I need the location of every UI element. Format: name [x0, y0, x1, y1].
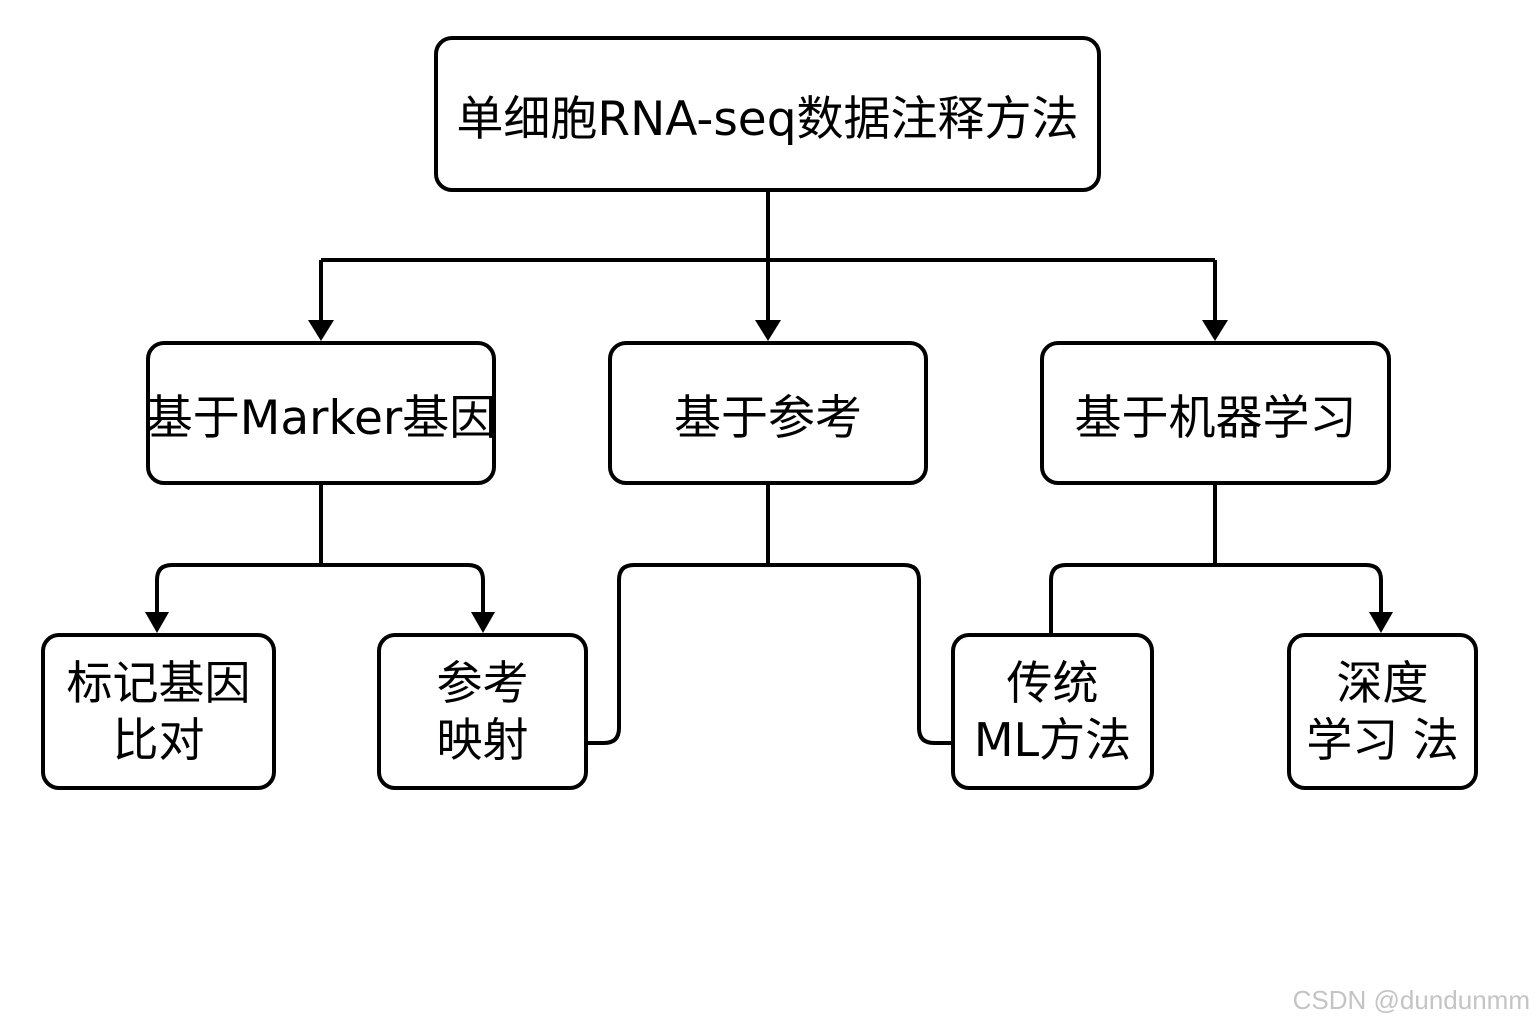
arrowhead-reference — [755, 320, 781, 341]
leaf-line2: 学习 法 — [1306, 712, 1459, 767]
leaf-node-traditional-ml: 传统 ML方法 — [951, 633, 1154, 790]
branch-node-ml: 基于机器学习 — [1040, 341, 1391, 485]
watermark: CSDN @dundunmm — [1292, 985, 1530, 1015]
leaf-line1: 深度 — [1336, 655, 1429, 710]
arrowhead-deep-learning — [1369, 612, 1393, 633]
leaf-line2: ML方法 — [973, 712, 1132, 767]
root-node: 单细胞RNA-seq数据注释方法 — [434, 36, 1101, 192]
branch-node-marker: 基于Marker基因 — [146, 341, 496, 485]
arrowhead-marker-compare — [145, 612, 169, 633]
leaf-line2: 比对 — [112, 712, 205, 767]
leaf-node-marker-compare: 标记基因 比对 — [41, 633, 276, 790]
arrowhead-ml — [1202, 320, 1228, 341]
leaf-line2: 映射 — [436, 712, 529, 767]
edge-reference-to-traditional — [768, 563, 951, 745]
arrowhead-reference-mapping — [471, 612, 495, 633]
leaf-line1: 参考 — [436, 655, 529, 710]
root-label: 单细胞RNA-seq数据注释方法 — [456, 91, 1079, 147]
branch-node-reference: 基于参考 — [608, 341, 928, 485]
branch-label-ml: 基于机器学习 — [1074, 390, 1357, 446]
branch-label-marker: 基于Marker基因 — [145, 390, 497, 446]
arrowhead-marker — [308, 320, 334, 341]
leaf-node-reference-mapping: 参考 映射 — [377, 633, 588, 790]
edge-reference-to-mapping — [588, 563, 768, 745]
edge-ml-bus — [1049, 563, 1383, 633]
edge-marker-bus — [155, 563, 485, 614]
branch-label-reference: 基于参考 — [674, 390, 862, 446]
leaf-line1: 传统 — [1006, 655, 1099, 710]
leaf-node-deep-learning: 深度 学习 法 — [1287, 633, 1478, 790]
leaf-line1: 标记基因 — [66, 655, 251, 710]
